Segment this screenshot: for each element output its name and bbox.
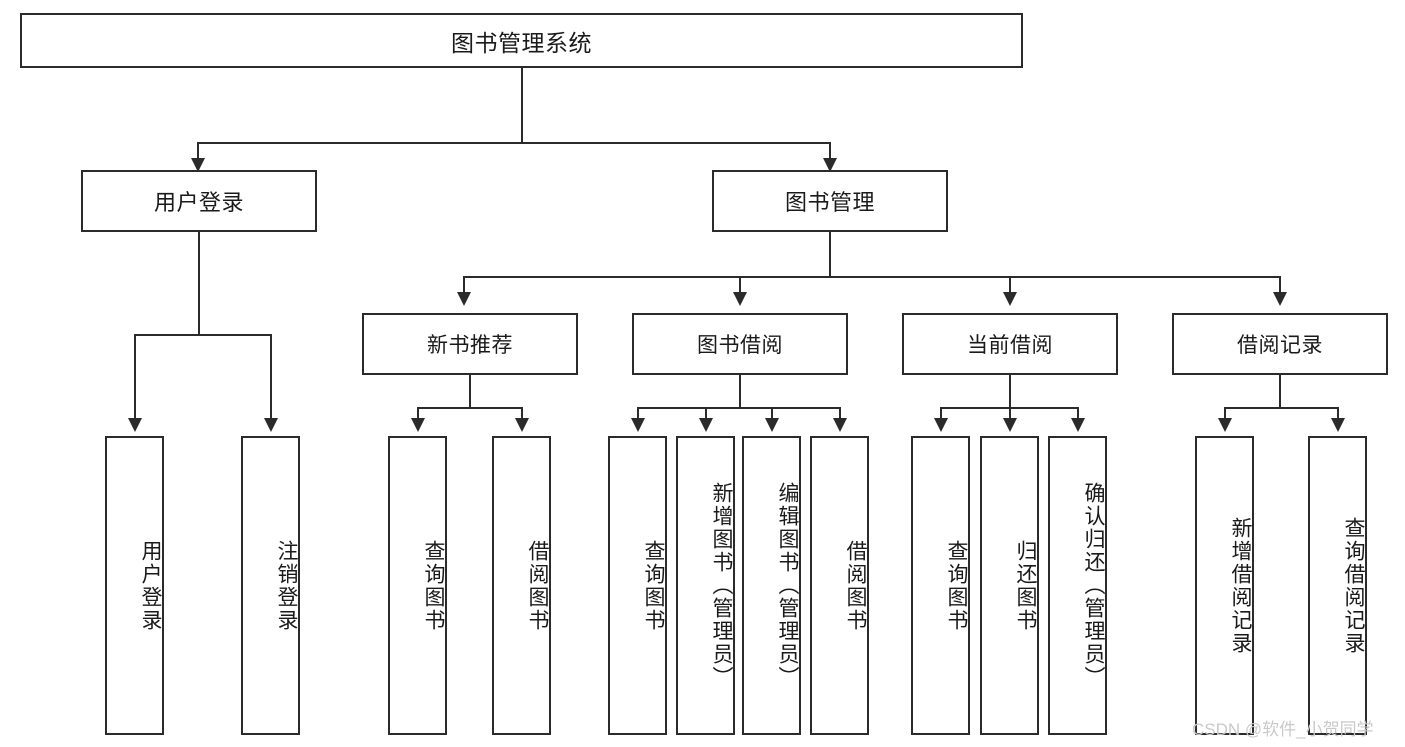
leaf-add-borrow-record[interactable]: 新增借阅记录	[1195, 436, 1254, 735]
arrow-br-to-leaf-2	[1331, 418, 1345, 432]
connector-bm-to-book-borrow	[739, 276, 741, 298]
node-label: 用户登录	[139, 539, 162, 632]
connector-book-borrow-bus	[637, 407, 840, 409]
node-label: 图书借阅	[697, 334, 783, 357]
leaf-logout[interactable]: 注销登录	[241, 436, 300, 735]
connector-root-bus	[197, 142, 831, 144]
leaf-query-book-nb[interactable]: 查询图书	[388, 436, 447, 735]
arrow-cb-to-leaf-2	[1003, 418, 1017, 432]
arrow-user-login-to-leaf-1	[128, 418, 142, 432]
arrow-root-to-book-management	[823, 158, 837, 172]
node-label: 归还图书	[1014, 539, 1037, 632]
arrow-bm-to-book-borrow	[733, 292, 747, 306]
node-label: 查询图书	[422, 539, 445, 632]
connector-bb-to-leaf-3	[771, 407, 773, 422]
connector-bm-to-borrow-record	[1279, 276, 1281, 298]
connector-nb-to-leaf-2	[521, 407, 523, 422]
node-root-book-management-system[interactable]: 图书管理系统	[20, 13, 1023, 68]
node-label: 图书管理	[784, 190, 875, 215]
arrow-bb-to-leaf-2	[699, 418, 713, 432]
connector-user-login-bus	[134, 334, 271, 336]
node-label: 新增图书（管理员）	[710, 482, 733, 689]
arrow-cb-to-leaf-3	[1071, 418, 1085, 432]
leaf-user-login[interactable]: 用户登录	[105, 436, 164, 735]
connector-user-login-to-leaf-2	[270, 334, 272, 422]
node-label: 借阅记录	[1237, 334, 1323, 357]
connector-borrow-record-stem	[1279, 375, 1281, 408]
leaf-query-book-cb[interactable]: 查询图书	[911, 436, 970, 735]
arrow-user-login-to-leaf-2	[264, 418, 278, 432]
connector-br-to-leaf-1	[1224, 407, 1226, 422]
arrow-bm-to-borrow-record	[1273, 292, 1287, 306]
connector-book-borrow-stem	[739, 375, 741, 408]
node-label: 查询图书	[945, 539, 968, 632]
connector-br-to-leaf-2	[1337, 407, 1339, 422]
arrow-cb-to-leaf-1	[934, 418, 948, 432]
node-book-management[interactable]: 图书管理	[712, 170, 948, 232]
node-label: 编辑图书（管理员）	[776, 482, 799, 689]
node-label: 查询借阅记录	[1342, 516, 1365, 655]
connector-book-management-stem	[829, 232, 831, 277]
connector-bm-to-new-book	[463, 276, 465, 298]
arrow-bm-to-new-book	[457, 292, 471, 306]
connector-cb-to-leaf-3	[1077, 407, 1079, 422]
leaf-return-book[interactable]: 归还图书	[980, 436, 1039, 735]
connector-bb-to-leaf-1	[637, 407, 639, 422]
node-label: 图书管理系统	[451, 29, 592, 56]
arrow-nb-to-leaf-1	[411, 418, 425, 432]
connector-user-login-stem	[198, 232, 200, 335]
connector-cb-to-leaf-1	[940, 407, 942, 422]
node-label: 新增借阅记录	[1229, 516, 1252, 655]
node-label: 当前借阅	[967, 334, 1053, 357]
arrow-bb-to-leaf-3	[765, 418, 779, 432]
node-borrow-record[interactable]: 借阅记录	[1172, 313, 1388, 375]
node-current-borrow[interactable]: 当前借阅	[902, 313, 1118, 375]
arrow-nb-to-leaf-2	[515, 418, 529, 432]
leaf-query-book-bb[interactable]: 查询图书	[608, 436, 667, 735]
arrow-bm-to-current-borrow	[1003, 292, 1017, 306]
node-new-book-recommend[interactable]: 新书推荐	[362, 313, 578, 375]
csdn-watermark: CSDN @软件_小贺同学	[1192, 720, 1374, 739]
node-label: 注销登录	[275, 539, 298, 632]
node-book-borrow[interactable]: 图书借阅	[632, 313, 848, 375]
connector-root-to-user-login	[197, 142, 199, 164]
connector-user-login-to-leaf-1	[134, 334, 136, 422]
connector-book-management-bus	[463, 276, 1280, 278]
connector-root-to-book-management	[829, 142, 831, 164]
node-label: 确认归还（管理员）	[1082, 482, 1105, 689]
node-label: 新书推荐	[427, 334, 513, 357]
node-label: 用户登录	[153, 190, 244, 215]
node-label: 查询图书	[642, 539, 665, 632]
leaf-edit-book-admin[interactable]: 编辑图书（管理员）	[742, 436, 801, 735]
connector-nb-to-leaf-1	[417, 407, 419, 422]
connector-cb-to-leaf-2	[1009, 407, 1011, 422]
connector-bb-to-leaf-4	[839, 407, 841, 422]
connector-new-book-bus	[417, 407, 522, 409]
leaf-query-borrow-record[interactable]: 查询借阅记录	[1308, 436, 1367, 735]
connector-borrow-record-bus	[1224, 407, 1338, 409]
connector-new-book-stem	[469, 375, 471, 408]
connector-bm-to-current-borrow	[1009, 276, 1011, 298]
arrow-bb-to-leaf-4	[833, 418, 847, 432]
leaf-borrow-book-bb[interactable]: 借阅图书	[810, 436, 869, 735]
leaf-confirm-return-admin[interactable]: 确认归还（管理员）	[1048, 436, 1107, 735]
arrow-br-to-leaf-1	[1218, 418, 1232, 432]
leaf-add-book-admin[interactable]: 新增图书（管理员）	[676, 436, 735, 735]
arrow-root-to-user-login	[191, 158, 205, 172]
node-user-login[interactable]: 用户登录	[81, 170, 317, 232]
connector-root-stem	[521, 68, 523, 144]
connector-current-borrow-stem	[1009, 375, 1011, 408]
node-label: 借阅图书	[526, 539, 549, 632]
node-label: 借阅图书	[844, 539, 867, 632]
connector-bb-to-leaf-2	[705, 407, 707, 422]
leaf-borrow-book-nb[interactable]: 借阅图书	[492, 436, 551, 735]
arrow-bb-to-leaf-1	[631, 418, 645, 432]
